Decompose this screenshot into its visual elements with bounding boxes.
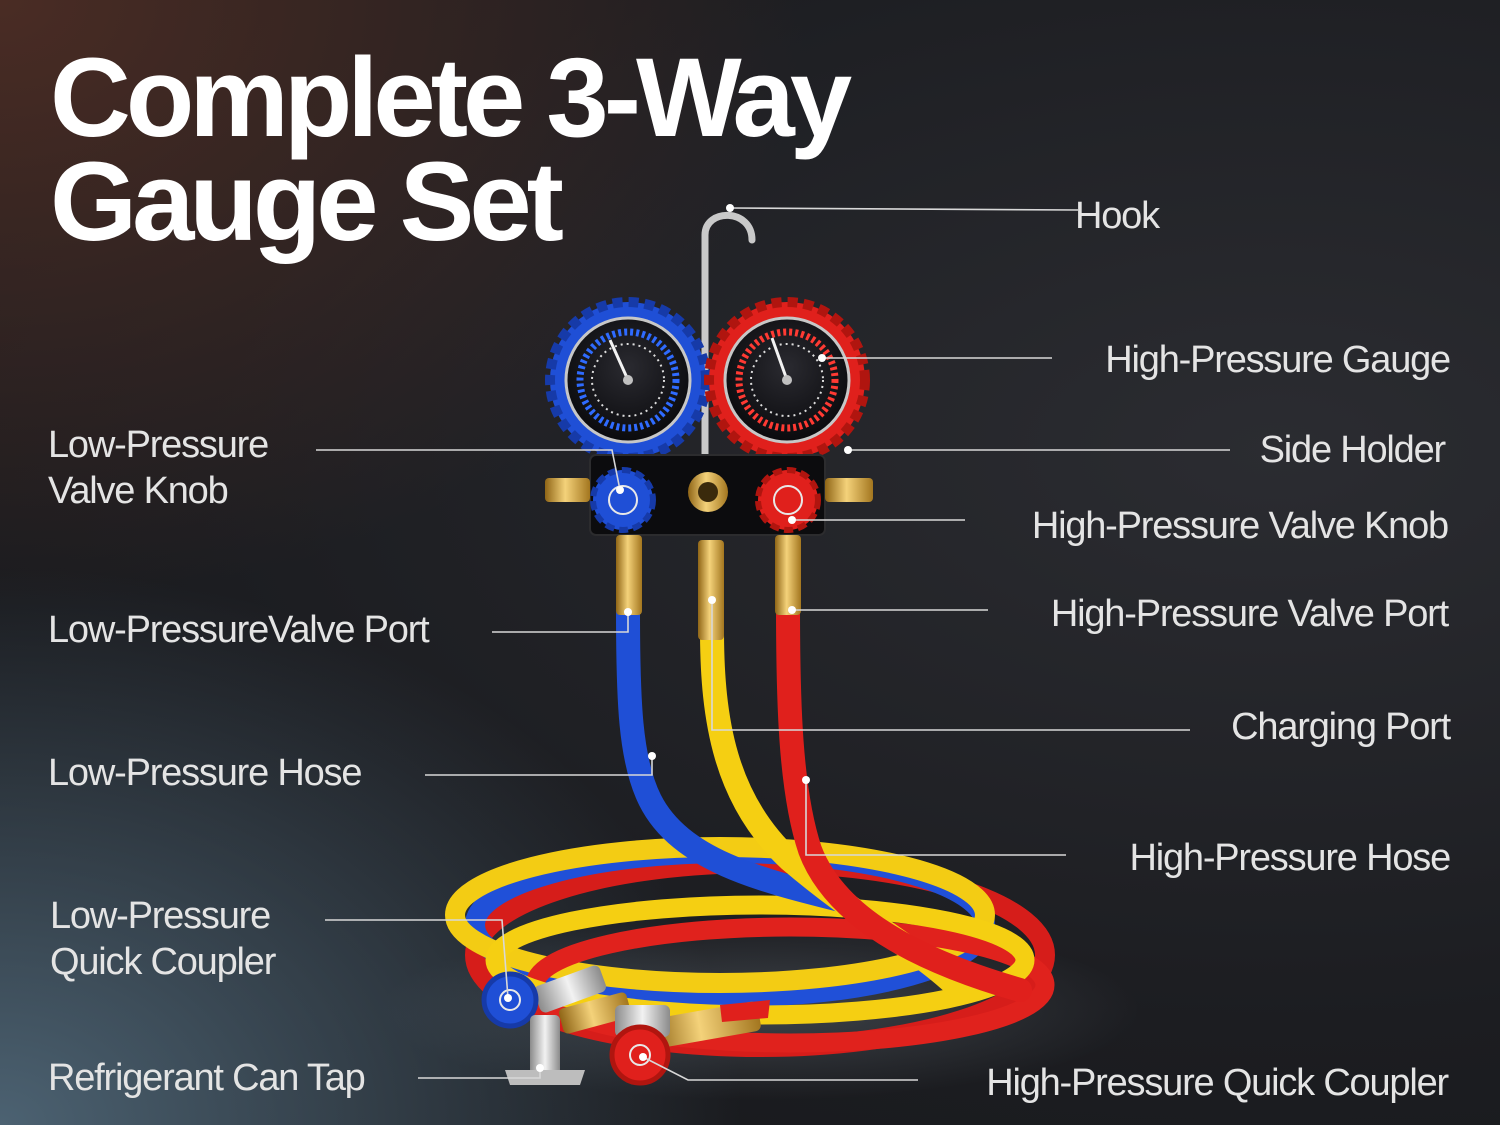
label-high-pressure-valve-port: High-Pressure Valve Port — [1050, 593, 1449, 635]
leader-low-pressure-valve-port — [492, 612, 629, 633]
label-low-pressure-hose: Low-Pressure Hose — [48, 752, 362, 794]
leader-charging-port — [711, 600, 1190, 731]
low-pressure-valve-knob — [590, 467, 656, 533]
low-side-holder — [545, 478, 590, 502]
headline-line-2: Gauge Set — [50, 139, 564, 264]
label-low-pressure-quick-coupler: Low-Pressure Quick Coupler — [50, 893, 276, 985]
high-pressure-hose — [776, 593, 1032, 1002]
headline: Complete 3-Way Gauge Set — [50, 35, 1050, 264]
vertical-hoses — [616, 593, 1032, 1002]
leader-low-pressure-quick-coupler — [325, 919, 509, 999]
hose-coils — [445, 837, 1055, 1057]
leader-hook — [729, 207, 1079, 211]
label-high-pressure-valve-knob: High-Pressure Valve Knob — [1031, 505, 1449, 547]
high-pressure-valve-port — [775, 535, 801, 615]
label-refrigerant-can-tap: Refrigerant Can Tap — [48, 1057, 366, 1099]
high-pressure-gauge — [704, 297, 870, 463]
label-charging-port: Charging Port — [1231, 706, 1451, 748]
leader-lines — [316, 207, 1230, 1081]
refrigerant-can-tap — [505, 992, 632, 1085]
label-low-pressure-quick-coupler-line-2: Quick Coupler — [50, 941, 276, 983]
label-high-pressure-hose: High-Pressure Hose — [1129, 837, 1451, 879]
label-side-holder: Side Holder — [1259, 429, 1447, 471]
leader-high-pressure-hose — [805, 780, 1066, 856]
label-high-pressure-gauge: High-Pressure Gauge — [1105, 339, 1451, 381]
label-low-pressure-valve-knob-line-2: Valve Knob — [48, 470, 229, 512]
label-low-pressure-valve-knob-line-1: Low-Pressure — [48, 424, 269, 466]
charging-port — [698, 540, 724, 640]
headline-line-1: Complete 3-Way — [50, 35, 852, 160]
low-pressure-hose — [616, 598, 852, 912]
hook — [701, 211, 756, 474]
label-low-pressure-valve-port: Low-PressureValve Port — [48, 609, 430, 651]
label-low-pressure-valve-knob: Low-Pressure Valve Knob — [48, 422, 269, 514]
leader-low-pressure-hose — [425, 756, 653, 776]
low-pressure-valve-port — [616, 535, 642, 615]
leader-dots — [504, 204, 852, 1072]
yellow-hose-coil — [445, 837, 995, 993]
high-side-holder — [825, 478, 873, 502]
leader-high-pressure-quick-coupler — [642, 1056, 918, 1081]
high-pressure-valve-knob — [755, 467, 821, 533]
low-pressure-gauge — [545, 297, 711, 463]
leader-low-pressure-valve-knob — [316, 449, 621, 491]
label-low-pressure-quick-coupler-line-1: Low-Pressure — [50, 895, 271, 937]
label-hook: Hook — [1075, 195, 1160, 237]
label-high-pressure-quick-coupler: High-Pressure Quick Coupler — [986, 1062, 1449, 1104]
